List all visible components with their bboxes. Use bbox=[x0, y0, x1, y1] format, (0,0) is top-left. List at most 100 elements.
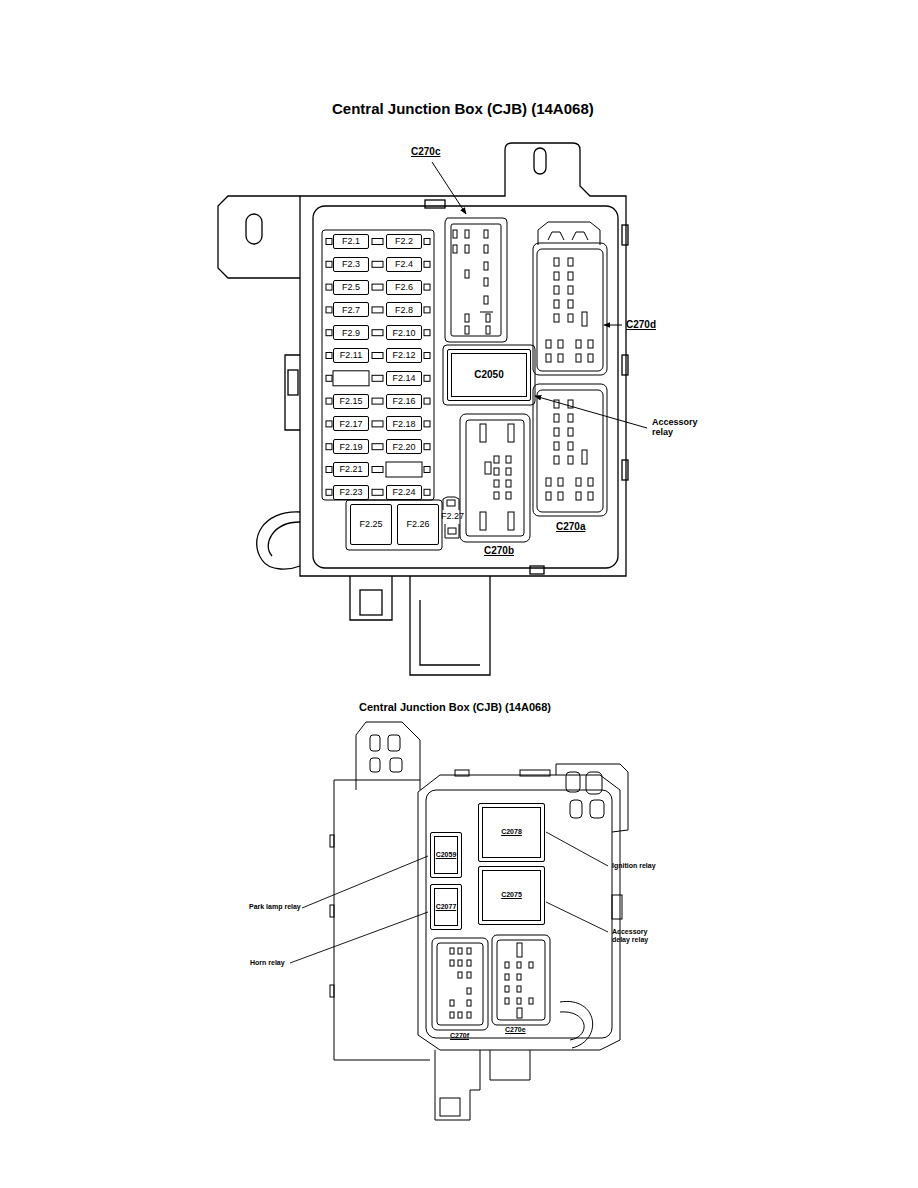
relay-label: C2078 bbox=[501, 828, 522, 836]
connector-outline bbox=[554, 442, 559, 450]
connector-outline bbox=[568, 414, 573, 422]
fuse-label: F2.17 bbox=[339, 419, 362, 429]
connector-outline bbox=[485, 462, 491, 474]
connector-outline bbox=[506, 456, 511, 463]
connector-outline bbox=[506, 492, 511, 499]
fuse-box: F2.10 bbox=[386, 325, 422, 340]
fuse-box: F2.5 bbox=[333, 280, 369, 295]
housing-outline bbox=[360, 590, 382, 615]
relay-box: C2059 bbox=[430, 832, 462, 878]
leader-line bbox=[546, 832, 608, 866]
fuse-label: F2.26 bbox=[406, 519, 429, 529]
fuse-label: F2.7 bbox=[342, 305, 360, 315]
connector-outline bbox=[558, 340, 563, 348]
housing-outline bbox=[425, 200, 445, 208]
housing-outline bbox=[560, 1001, 593, 1048]
housing-outline bbox=[467, 1012, 471, 1018]
fuse-panel bbox=[333, 371, 369, 386]
fuse-box: F2.16 bbox=[386, 394, 422, 409]
housing-outline bbox=[534, 148, 546, 174]
fuse-label: F2.4 bbox=[395, 259, 413, 269]
connector-outline bbox=[588, 478, 593, 486]
housing-outline bbox=[517, 962, 521, 968]
connector-outline bbox=[568, 442, 573, 450]
connector-outline bbox=[546, 354, 551, 362]
fuse-box: F2.9 bbox=[333, 325, 369, 340]
housing-outline bbox=[440, 1098, 460, 1116]
fuse-label: F2.5 bbox=[342, 282, 360, 292]
housing-outline bbox=[334, 780, 430, 1060]
connector-outline bbox=[443, 218, 607, 542]
housing-outline bbox=[458, 1012, 462, 1018]
connector-outline bbox=[568, 272, 573, 280]
housing-outline bbox=[566, 772, 580, 792]
connector-outline bbox=[546, 340, 551, 348]
connector-outline bbox=[451, 224, 501, 336]
housing-outline bbox=[517, 943, 522, 957]
fuse-panel bbox=[386, 462, 422, 477]
connector-outline bbox=[533, 384, 607, 516]
connector-outline bbox=[445, 218, 507, 342]
housing-outline bbox=[450, 1012, 454, 1018]
connector-outline bbox=[548, 232, 588, 240]
relay-box: C2050 bbox=[447, 349, 531, 401]
connector-outline bbox=[453, 245, 457, 253]
connector-outline bbox=[537, 249, 603, 371]
connector-outline bbox=[465, 326, 469, 334]
housing-outline bbox=[505, 986, 509, 992]
housing-outline bbox=[455, 770, 469, 776]
connector-outline bbox=[486, 314, 490, 322]
housing-outline bbox=[432, 938, 488, 1030]
fuse-panel bbox=[322, 230, 459, 550]
fuse-box: F2.17 bbox=[333, 416, 369, 431]
housing-outline bbox=[612, 895, 622, 919]
connector-outline bbox=[554, 286, 559, 294]
fuse-box: F2.20 bbox=[386, 439, 422, 454]
housing-outline bbox=[218, 196, 300, 278]
fuse-box: F2.6 bbox=[386, 280, 422, 295]
housing-outline bbox=[246, 214, 262, 244]
callout-arrow bbox=[535, 396, 647, 428]
housing-outline bbox=[330, 905, 334, 917]
connector-outline bbox=[537, 390, 603, 512]
connector-outline bbox=[576, 340, 581, 348]
housing-outline bbox=[622, 225, 628, 245]
connector-outline bbox=[494, 480, 499, 487]
fuse-label: F2.27 bbox=[441, 511, 464, 521]
connector-outline bbox=[546, 492, 551, 500]
connector-outline bbox=[588, 354, 593, 362]
connector-outline bbox=[554, 300, 559, 308]
fuse-box: F2.1 bbox=[333, 234, 369, 249]
fuse-label: F2.12 bbox=[392, 350, 415, 360]
housing-outline bbox=[497, 940, 545, 1020]
connector-outline bbox=[494, 468, 499, 475]
fuse-box: F2.23 bbox=[333, 485, 369, 500]
connector-outline bbox=[558, 354, 563, 362]
callout-label: Ignition relay bbox=[612, 862, 656, 870]
connector-outline bbox=[588, 492, 593, 500]
connector-outline bbox=[568, 286, 573, 294]
housing-outline bbox=[520, 770, 550, 776]
fuse-box: F2.7 bbox=[333, 302, 369, 317]
fuse-label: F2.9 bbox=[342, 328, 360, 338]
housing-outline bbox=[370, 735, 380, 751]
housing-outline bbox=[410, 576, 490, 675]
connector-outline bbox=[484, 262, 488, 270]
connector-outline bbox=[484, 296, 488, 304]
leader-line bbox=[302, 856, 428, 908]
connector-outline bbox=[484, 245, 488, 253]
callout-arrow bbox=[432, 162, 466, 214]
connector-label: C270d bbox=[626, 319, 656, 331]
fuse-label: F2.23 bbox=[339, 487, 362, 497]
fuse-panel bbox=[445, 524, 459, 538]
connector-outline bbox=[508, 512, 514, 530]
fuse-label: F2.21 bbox=[339, 464, 362, 474]
connector-outline bbox=[494, 456, 499, 463]
housing-outline bbox=[467, 960, 471, 966]
relay-box: C2077 bbox=[430, 884, 462, 930]
housing-outline bbox=[370, 758, 380, 772]
housing-outline bbox=[257, 512, 300, 569]
relay-label: C2059 bbox=[436, 851, 457, 859]
